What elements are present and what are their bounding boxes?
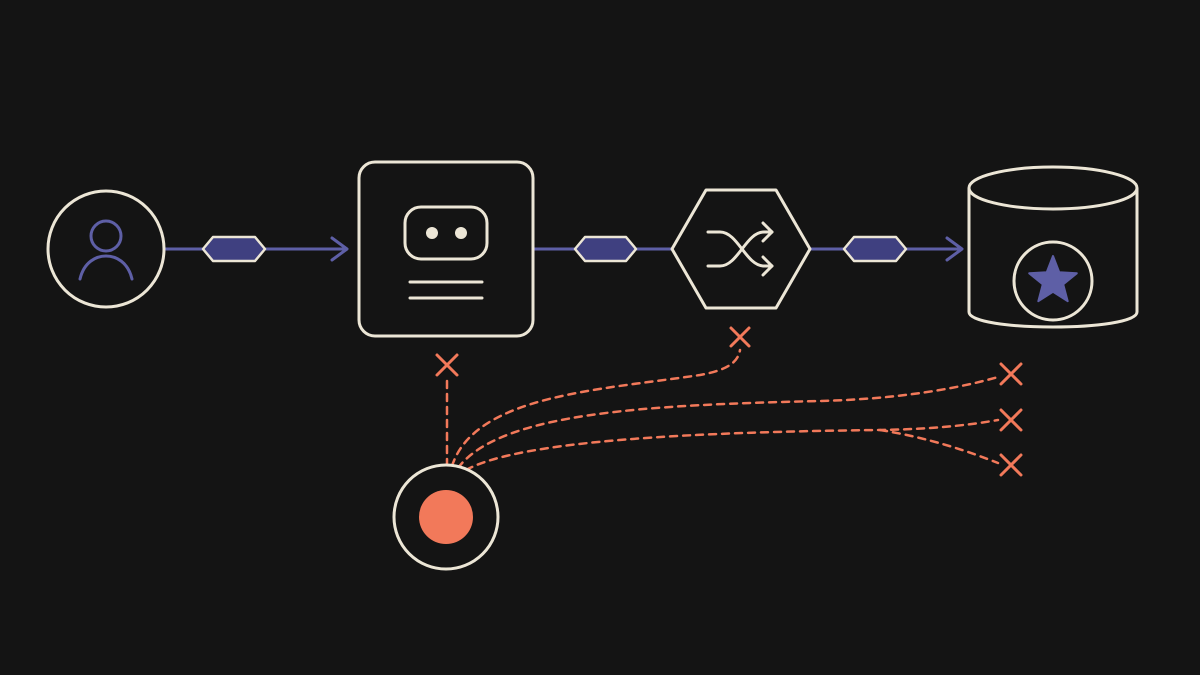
shuffle-icon [706,221,774,277]
blocked-links [445,348,1000,472]
flow-token [573,235,638,263]
node-agent[interactable] [357,160,535,338]
node-agent-outline [357,160,535,338]
blocked-link-offscreen-3 [878,428,1000,465]
cross-icon [729,326,751,348]
node-router[interactable] [670,188,812,310]
flow-router-to-store [810,235,964,263]
node-user-outline [46,189,166,309]
flow-user-to-agent [165,235,349,263]
blocked-link-to-router [450,348,742,468]
star-icon [1028,255,1078,303]
cross-icon [999,453,1023,477]
node-store-badge [1012,240,1094,322]
flow-token [201,235,267,263]
flow-token [842,235,908,263]
user-icon [78,219,134,281]
cross-markers [435,326,1023,477]
arrowhead-icon [945,236,964,262]
node-user[interactable] [46,189,166,309]
record-icon [419,490,473,544]
cross-icon [999,408,1023,432]
cross-icon [435,353,459,377]
node-store-top [967,165,1139,211]
flow-agent-to-router [533,235,672,263]
blocked-link-offscreen-2 [464,418,1000,472]
node-store[interactable] [967,165,1139,329]
cross-icon [999,362,1023,386]
robot-icon [403,205,489,300]
node-sink[interactable] [392,463,500,571]
blocked-link-offscreen-1 [456,375,1000,470]
arrowhead-icon [330,236,349,262]
